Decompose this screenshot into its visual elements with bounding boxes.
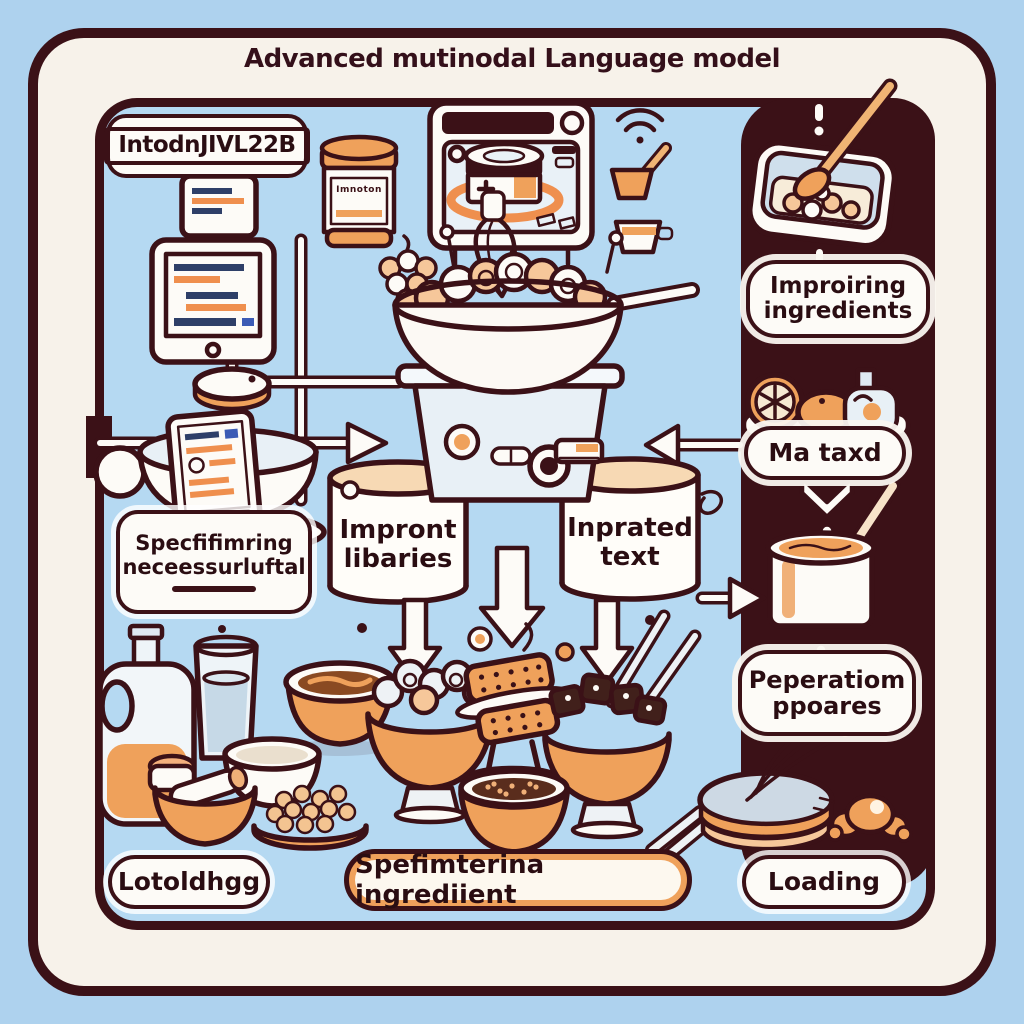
loading-right-label: Loading <box>742 855 906 909</box>
underline-bar <box>172 585 256 592</box>
preparation-label: Peperatiom ppoares <box>738 650 916 736</box>
jar-label: Imnoton <box>336 185 382 195</box>
specifying-label: Specfifimring neceessurluftal <box>116 510 312 614</box>
page-title: Advanced mutinodal Language model <box>243 44 781 74</box>
selecting-ingredient-text: Spefimterina ingrediient <box>355 850 681 910</box>
model-name-label: IntodnJIVL22B <box>104 114 310 178</box>
selecting-ingredient-label: Spefimterina ingrediient <box>344 849 692 911</box>
input-text-label: Inprated text <box>567 513 693 572</box>
improving-ingredients-label: Improiring ingredients <box>746 260 930 338</box>
import-libraries-label: Impront libaries <box>339 515 457 574</box>
model-name-text: IntodnJIVL22B <box>104 127 310 165</box>
mataxd-label: Ma taxd <box>744 426 906 480</box>
loading-left-label: Lotoldhgg <box>108 855 270 909</box>
